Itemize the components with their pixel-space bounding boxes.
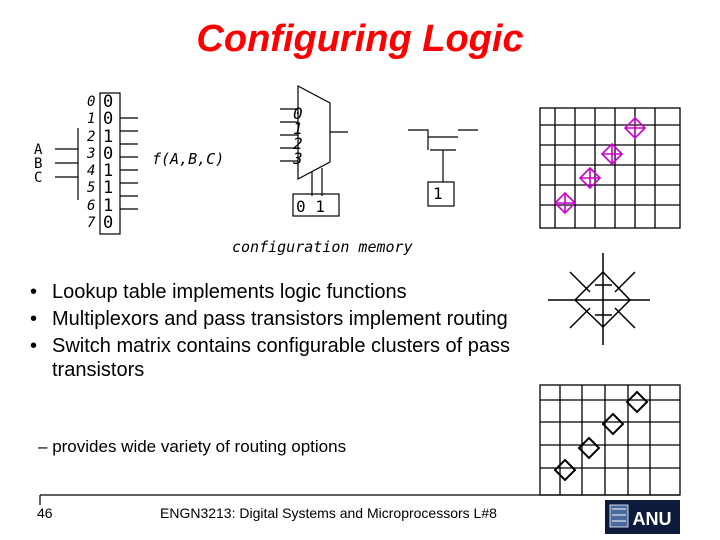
routing-grid-top [539, 107, 681, 229]
switch-points-bottom [553, 390, 649, 482]
mux-input-wires [280, 108, 298, 162]
anu-logo-icon: ANU [605, 500, 680, 534]
lut-index: 5 [87, 180, 96, 197]
lut-input-b: B [34, 156, 43, 172]
lut-index: 3 [87, 145, 96, 162]
lut-value: 1 [103, 178, 114, 199]
lut-index: 7 [87, 215, 96, 232]
pass-transistor-memory [427, 181, 455, 207]
pass-transistor-channel [428, 136, 458, 138]
function-label: f(A,B,C) [152, 150, 225, 168]
sub-bullet: – provides wide variety of routing optio… [38, 437, 346, 457]
sub-bullet-text: provides wide variety of routing options [52, 437, 347, 456]
lut-value: 0 [103, 109, 114, 130]
lut-value: 0 [103, 92, 114, 112]
bullet-item: Multiplexors and pass transistors implem… [30, 307, 520, 331]
lut-input-c: C [34, 170, 43, 186]
lut-input-labels: A B C [34, 143, 42, 185]
switch-points-top [553, 116, 647, 215]
lut-value: 0 [103, 143, 114, 164]
lut-memory-box [99, 92, 121, 235]
lut-index: 4 [87, 163, 96, 180]
mux-shape [297, 85, 331, 180]
routing-grid-bottom [539, 384, 681, 496]
mux-select-lines [311, 168, 323, 196]
lut-index: 2 [87, 128, 96, 145]
lut-value: 0 [103, 213, 114, 234]
slide-title: Configuring Logic [196, 18, 524, 60]
lut-value: 1 [103, 126, 114, 147]
lut-index: 0 [87, 94, 96, 110]
lut-value-column: 0 0 1 0 1 1 1 0 [103, 92, 114, 234]
bullet-item: Lookup table implements logic functions [30, 280, 520, 304]
svg-text:ANU: ANU [633, 509, 672, 529]
bullet-list: Lookup table implements logic functions … [30, 280, 520, 385]
mux-select-bits: 0 1 [296, 197, 325, 216]
page-number: 46 [37, 505, 53, 521]
lut-index: 6 [87, 197, 96, 214]
pass-transistor-wires [408, 129, 478, 150]
lut-value: 1 [103, 161, 114, 182]
config-memory-label: configuration memory [232, 238, 413, 256]
lut-value: 1 [103, 195, 114, 216]
lut-index: 1 [87, 111, 96, 128]
lut-input-a: A [34, 142, 43, 158]
lut-output-wires [120, 117, 138, 210]
pass-transistor-bit: 1 [433, 184, 443, 203]
lut-index-column: 0 1 2 3 4 5 6 7 [87, 94, 95, 232]
mux-select-memory [292, 193, 340, 217]
footer-course: ENGN3213: Digital Systems and Microproce… [160, 505, 497, 521]
switch-cluster [548, 253, 650, 345]
bullet-item: Switch matrix contains configurable clus… [30, 334, 520, 382]
sub-bullet-dash: – [38, 437, 53, 456]
